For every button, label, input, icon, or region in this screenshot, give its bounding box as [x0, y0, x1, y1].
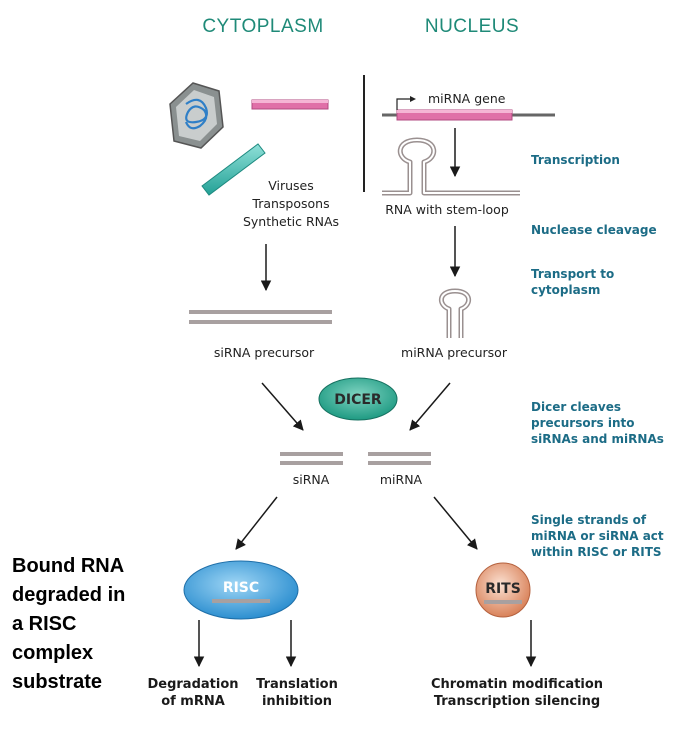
mirna-duplex-icon	[368, 452, 431, 465]
outcome-translation-2: inhibition	[262, 694, 332, 709]
side-note-line-2: degraded in	[12, 584, 125, 606]
step-single-1: Single strands of	[531, 513, 647, 527]
arrow-to-mirna	[409, 382, 451, 431]
source-label-viruses: Viruses	[268, 178, 314, 193]
virus-particle-icon	[169, 82, 224, 149]
outcome-chromatin-2: Transcription silencing	[434, 694, 600, 709]
step-dicer-3: siRNAs and miRNAs	[531, 432, 664, 446]
sirna-precursor-label: siRNA precursor	[214, 345, 315, 360]
sirna-label: siRNA	[293, 472, 330, 487]
outcome-chromatin-1: Chromatin modification	[431, 677, 603, 692]
mirna-gene-label: miRNA gene	[428, 91, 506, 106]
side-note-line-4: complex	[12, 642, 93, 664]
source-label-transposons: Transposons	[251, 196, 329, 211]
cytoplasm-header: CYTOPLASM	[202, 16, 323, 37]
outcome-degradation-2: of mRNA	[161, 694, 225, 709]
stem-loop-rna-icon	[382, 137, 520, 196]
mirna-precursor-label: miRNA precursor	[401, 345, 508, 360]
sirna-duplex-icon	[280, 452, 343, 465]
side-note-line-1: Bound RNA	[12, 555, 124, 577]
step-dicer-2: precursors into	[531, 416, 634, 430]
dicer-label: DICER	[334, 392, 382, 408]
outcome-degradation-1: Degradation	[147, 677, 238, 692]
sirna-precursor-icon	[189, 310, 332, 324]
step-transcription: Transcription	[531, 153, 620, 167]
mirna-precursor-icon	[439, 288, 471, 338]
outcome-translation-1: Translation	[256, 677, 338, 692]
rits-label: RITS	[485, 581, 521, 597]
risc-label: RISC	[223, 580, 259, 596]
step-single-3: within RISC or RITS	[531, 545, 662, 559]
side-note-line-5: substrate	[12, 671, 102, 693]
synthetic-rna-rod	[201, 143, 266, 196]
arrow-to-rits	[433, 496, 478, 550]
mirna-gene-icon	[382, 96, 555, 121]
mirna-label: miRNA	[380, 472, 423, 487]
step-dicer-1: Dicer cleaves	[531, 400, 621, 414]
step-single-2: miRNA or siRNA act	[531, 529, 664, 543]
risc-bound-strand	[212, 599, 270, 603]
nucleus-header: NUCLEUS	[425, 16, 519, 37]
transposon-rna-highlight	[252, 100, 328, 103]
rits-bound-strand	[484, 600, 522, 604]
step-nuclease: Nuclease cleavage	[531, 223, 657, 237]
arrow-to-sirna	[261, 382, 304, 431]
step-transport-1: Transport to	[531, 267, 614, 281]
risc-complex	[183, 560, 299, 620]
dicer-complex	[318, 377, 398, 421]
source-label-synthetic: Synthetic RNAs	[243, 214, 339, 229]
stem-loop-label: RNA with stem-loop	[385, 202, 509, 217]
step-transport-2: cytoplasm	[531, 283, 600, 297]
side-note-line-3: a RISC	[12, 613, 76, 635]
arrow-to-risc	[235, 496, 278, 550]
